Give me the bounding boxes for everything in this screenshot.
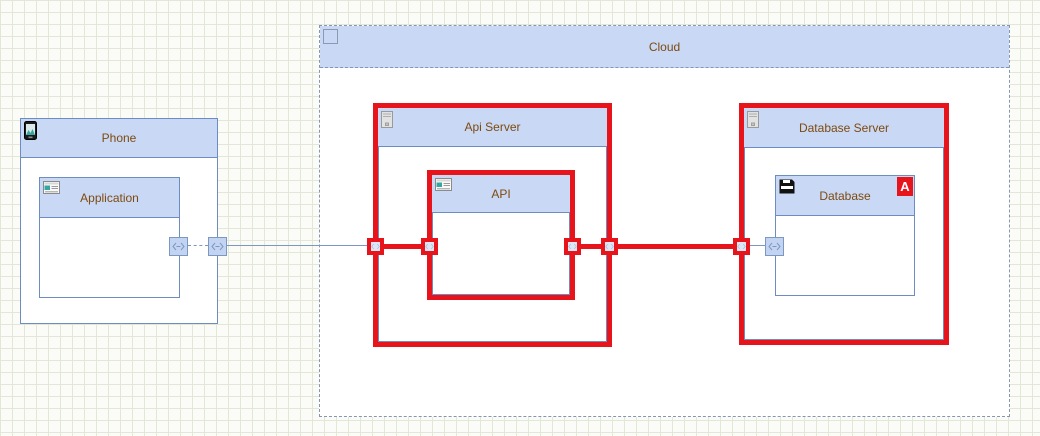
cloud-label: Cloud: [648, 39, 681, 54]
api-server-header: Api Server: [378, 108, 607, 147]
phone-label: Phone: [101, 131, 137, 145]
port-database-left double-arrow-connector-icon[interactable]: [765, 237, 784, 256]
cloud-placeholder-icon: [323, 29, 338, 44]
edge-database-server-to-database[interactable]: [750, 245, 765, 246]
port-database-server-left-selected double-arrow-connector-icon[interactable]: [733, 238, 750, 255]
port-application-right double-arrow-connector-icon[interactable]: [169, 237, 188, 256]
port-api-server-left-selected double-arrow-connector-icon[interactable]: [367, 238, 384, 255]
edge-api-to-api-server-selected[interactable]: [581, 244, 601, 249]
mobile-phone-icon: [24, 121, 37, 140]
cloud-header: Cloud: [320, 26, 1009, 68]
api-header: API: [432, 175, 570, 213]
node-application[interactable]: Application: [39, 177, 180, 298]
app-window-icon: [43, 181, 60, 194]
port-phone-right double-arrow-connector-icon[interactable]: [208, 237, 227, 256]
application-label: Application: [80, 190, 139, 205]
edge-application-phone-dashed[interactable]: [188, 245, 208, 246]
edge-api-server-to-database-server-selected[interactable]: [618, 244, 733, 249]
server-tower-icon: [381, 111, 393, 128]
database-server-header: Database Server: [744, 108, 944, 148]
node-api[interactable]: API: [427, 170, 575, 300]
api-label: API: [491, 186, 511, 201]
floppy-disk-icon: [779, 179, 795, 194]
validation-badge: A: [897, 177, 913, 196]
port-api-right-selected double-arrow-connector-icon[interactable]: [564, 238, 581, 255]
app-window-icon: [435, 178, 452, 191]
application-header: Application: [40, 178, 179, 218]
server-tower-icon: [747, 111, 759, 128]
database-server-label: Database Server: [798, 120, 890, 135]
node-database[interactable]: Database A: [775, 175, 915, 296]
port-api-server-right-selected double-arrow-connector-icon[interactable]: [601, 238, 618, 255]
edge-phone-to-api-server[interactable]: [227, 245, 368, 246]
database-label: Database: [819, 188, 871, 203]
api-server-label: Api Server: [464, 120, 521, 134]
database-header: Database: [776, 176, 914, 216]
edge-api-server-to-api-selected[interactable]: [384, 244, 422, 249]
phone-header: Phone: [21, 119, 217, 158]
port-api-left-selected double-arrow-connector-icon[interactable]: [421, 238, 438, 255]
